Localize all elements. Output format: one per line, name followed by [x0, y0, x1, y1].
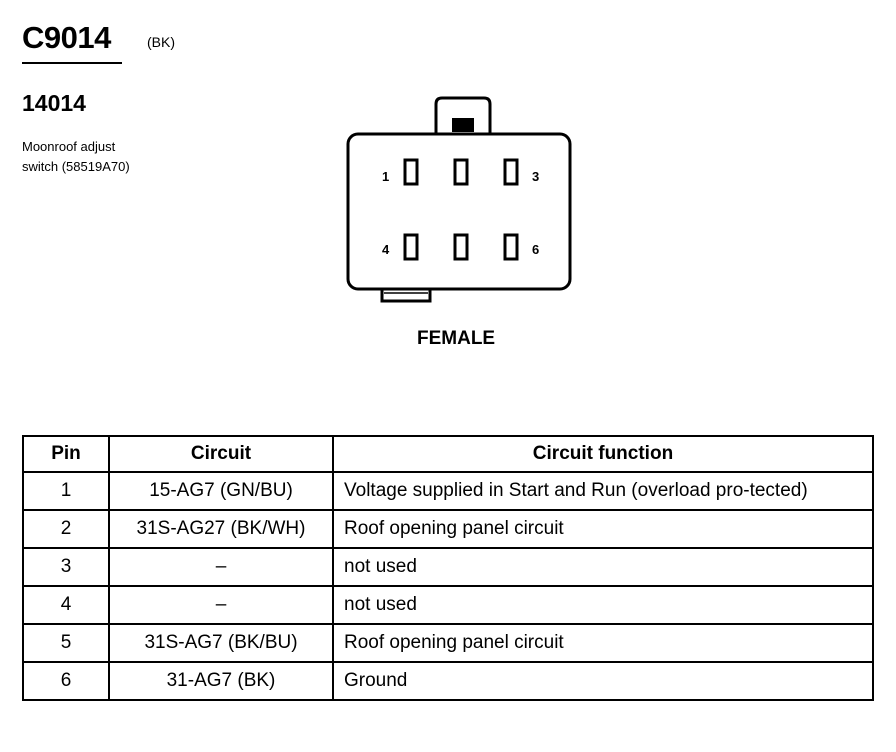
header-circuit: Circuit — [108, 435, 334, 473]
pin-cell: 4 — [22, 585, 110, 625]
terminal-3 — [503, 158, 519, 186]
circuit-cell: 31S-AG27 (BK/WH) — [108, 509, 334, 549]
circuit-cell: – — [108, 585, 334, 625]
connector-latch-window — [452, 118, 474, 132]
terminal-4 — [403, 233, 419, 261]
connector-face-diagram: 1 3 4 6 — [346, 96, 572, 303]
table-row: 6 31-AG7 (BK) Ground — [22, 661, 874, 701]
function-cell: Ground — [332, 661, 874, 701]
function-cell: Voltage supplied in Start and Run (overl… — [332, 471, 874, 511]
connector-color: (BK) — [147, 34, 175, 50]
pinout-table: Pin Circuit Circuit function 1 15-AG7 (G… — [22, 435, 874, 701]
circuit-cell: 15-AG7 (GN/BU) — [108, 471, 334, 511]
table-row: 1 15-AG7 (GN/BU) Voltage supplied in Sta… — [22, 471, 874, 511]
connector-id-underline — [22, 62, 122, 64]
connector-body — [346, 132, 572, 291]
pin-cell: 5 — [22, 623, 110, 663]
function-cell: Roof opening panel circuit — [332, 509, 874, 549]
pin-cell: 3 — [22, 547, 110, 587]
circuit-cell: 31S-AG7 (BK/BU) — [108, 623, 334, 663]
header-function: Circuit function — [332, 435, 874, 473]
connector-gender: FEMALE — [417, 328, 496, 349]
pin-label-3: 3 — [532, 169, 539, 184]
connector-latch — [434, 96, 492, 134]
description-line-2: switch (58519A70) — [22, 159, 130, 174]
terminal-6 — [503, 233, 519, 261]
description-line-1: Moonroof adjust — [22, 139, 116, 154]
table-row: 3 – not used — [22, 547, 874, 587]
function-cell: Roof opening panel circuit — [332, 623, 874, 663]
terminal-5 — [453, 233, 469, 261]
function-cell: not used — [332, 547, 874, 587]
terminal-2 — [453, 158, 469, 186]
pin-cell: 2 — [22, 509, 110, 549]
connector-id: C9014 — [22, 20, 111, 55]
circuit-cell: – — [108, 547, 334, 587]
connector-key — [380, 287, 432, 303]
terminal-1 — [403, 158, 419, 186]
table-row: 2 31S-AG27 (BK/WH) Roof opening panel ci… — [22, 509, 874, 549]
table-row: 5 31S-AG7 (BK/BU) Roof opening panel cir… — [22, 623, 874, 663]
pin-label-6: 6 — [532, 242, 539, 257]
pin-label-1: 1 — [382, 169, 389, 184]
connector-description: Moonroof adjust switch (58519A70) — [22, 137, 130, 177]
header-pin: Pin — [22, 435, 110, 473]
table-header-row: Pin Circuit Circuit function — [22, 435, 874, 473]
pin-label-4: 4 — [382, 242, 390, 257]
table-row: 4 – not used — [22, 585, 874, 625]
function-cell: not used — [332, 585, 874, 625]
part-number: 14014 — [22, 90, 86, 116]
pin-cell: 6 — [22, 661, 110, 701]
circuit-cell: 31-AG7 (BK) — [108, 661, 334, 701]
pin-cell: 1 — [22, 471, 110, 511]
